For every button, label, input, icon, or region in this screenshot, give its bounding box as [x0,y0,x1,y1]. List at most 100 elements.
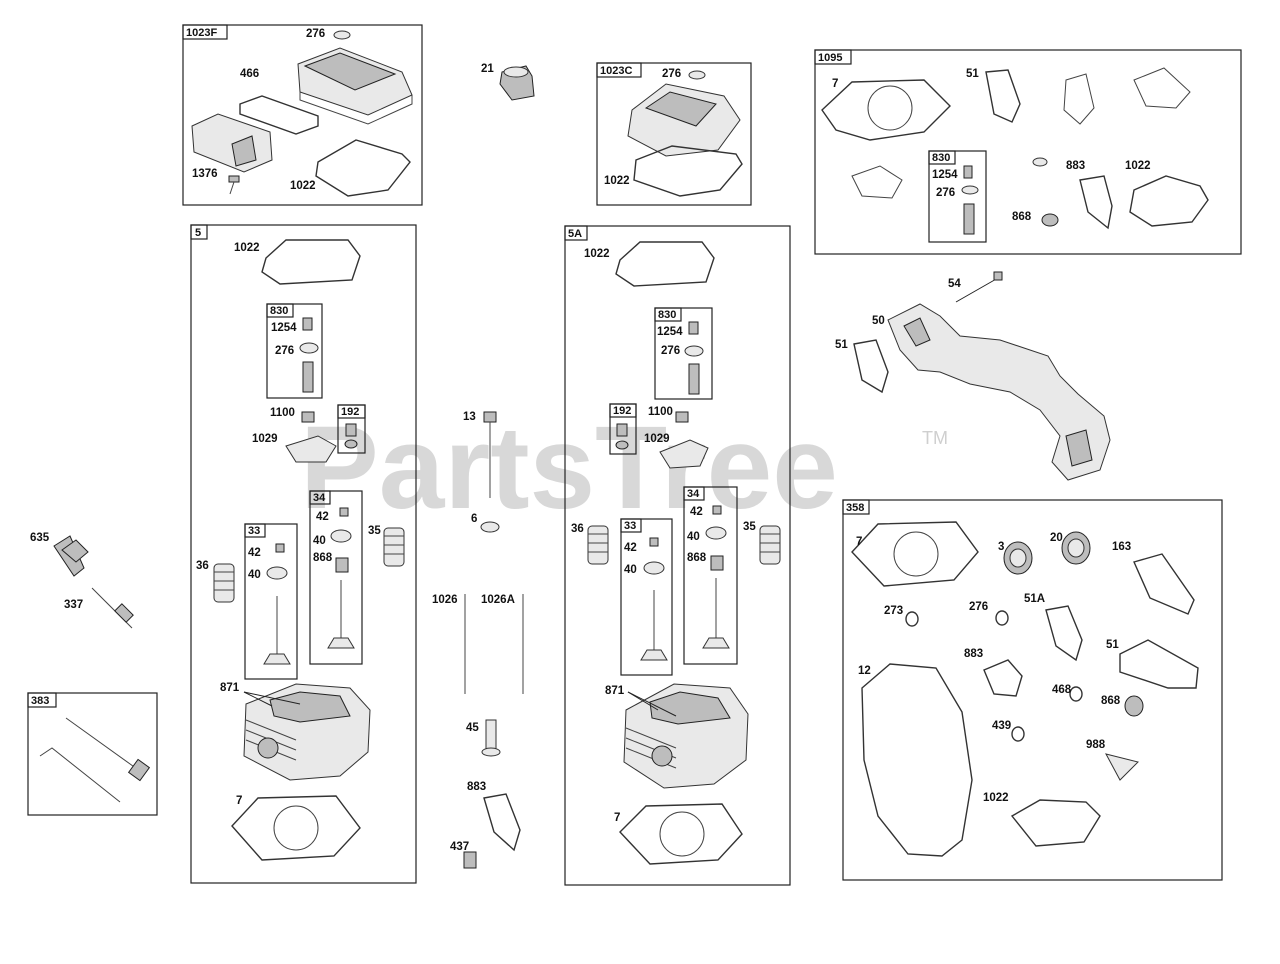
gasket-883-part[interactable] [983,659,1023,697]
cover-gasket-466-part[interactable] [239,95,319,135]
group-tag-192 [609,403,637,418]
oil-seal-20-part[interactable] [1061,531,1091,565]
valve-seal-868-part[interactable] [335,557,349,573]
retainer-40-part[interactable] [266,566,288,580]
cylinder-head-part[interactable] [623,683,749,789]
gasket-51-manifold-part[interactable] [853,339,889,394]
guide-part[interactable] [616,423,628,437]
callout-868: 868 [687,552,707,564]
spark-plug-wrench-part[interactable] [65,717,151,782]
washer-468-part[interactable] [1069,686,1083,702]
pivot-1100-part[interactable] [301,411,315,423]
rocker-arm-1029-part[interactable] [285,435,337,463]
gasket-163-part[interactable] [1133,553,1195,615]
fitting-437-part[interactable] [463,851,477,869]
head-gasket-7-part[interactable] [821,79,951,141]
keeper-42-part[interactable] [649,537,659,547]
washer-276-part[interactable] [961,185,979,195]
gasket-883-part[interactable] [1079,175,1113,230]
callout-883: 883 [964,648,983,660]
callout-1254: 1254 [271,322,297,334]
valve-spring-36-part[interactable] [213,563,235,603]
crankcase-gasket-12-part[interactable] [861,663,973,857]
valve-spring-35-part[interactable] [383,527,405,567]
stud-part[interactable] [688,363,700,395]
head-gasket-7-part[interactable] [231,795,361,861]
gasket-883-part[interactable] [483,793,521,852]
valve-seal-868-part[interactable] [710,555,724,571]
valve-seal-868-part[interactable] [1041,213,1059,227]
retainer-40-part[interactable] [643,561,665,575]
pivot-1100-part[interactable] [675,411,689,423]
keeper-42-part[interactable] [339,507,349,517]
exhaust-valve-part[interactable] [327,580,355,649]
gasket-51A-part[interactable] [1045,605,1083,662]
tappet-45-part[interactable] [481,719,501,757]
gasket-51-part[interactable] [985,69,1021,123]
gasket-part[interactable] [851,165,903,199]
keeper-42-part[interactable] [275,543,285,553]
exhaust-valve-part[interactable] [702,578,730,649]
gasket-51-part[interactable] [1119,639,1199,689]
rocker-arm-1029-part[interactable] [659,439,709,469]
intake-valve-part[interactable] [263,596,291,665]
group-tag-34 [683,486,705,501]
washer-439-part[interactable] [1011,726,1025,742]
callout-21: 21 [481,63,494,75]
head-bolt-13-part[interactable] [483,411,497,498]
gasket-1022-part[interactable] [1010,799,1101,847]
retainer-40-part[interactable] [330,529,352,543]
washer-276-part[interactable] [684,345,704,357]
plate-988-part[interactable] [1105,753,1139,781]
washer-276-1023C-part[interactable] [688,70,706,80]
ring-part[interactable] [615,440,629,450]
valve-spring-36-part[interactable] [587,525,609,565]
intake-manifold-50-part[interactable] [887,303,1111,481]
washer-276-part[interactable] [333,30,351,40]
stud-part[interactable] [963,203,975,235]
gasket-part[interactable] [1063,73,1095,125]
retainer-40-part[interactable] [705,526,727,540]
cylinder-head-part[interactable] [243,683,371,781]
group-tag-192 [337,404,366,419]
callout-40: 40 [313,535,326,547]
gasket-part[interactable] [1133,67,1191,109]
intake-valve-part[interactable] [640,590,668,661]
washer-6-part[interactable] [480,521,500,533]
oil-seal-3-part[interactable] [1003,541,1033,575]
gasket-1022-part[interactable] [1129,175,1209,227]
group-frame-830 [266,303,323,399]
callout-54: 54 [948,278,961,290]
valve-spring-35-part[interactable] [759,525,781,565]
small-washer-part[interactable] [1032,157,1048,167]
stud-part[interactable] [302,361,314,393]
gasket-1022-part[interactable] [261,239,361,285]
rocker-stud-1254-part[interactable] [963,165,973,179]
washer-276-part[interactable] [299,342,319,354]
bolt-1376-part[interactable] [228,175,240,195]
valve-seal-868-part[interactable] [1124,695,1144,717]
valve-cover-1023C-part[interactable] [627,83,741,157]
spark-plug-337-part[interactable] [91,587,134,629]
callout-1029: 1029 [252,433,278,445]
ring-part[interactable] [344,439,358,449]
watermark-trademark: TM [922,428,948,448]
bolt-54-part[interactable] [955,271,1003,303]
callout-276: 276 [661,345,680,357]
oil-fill-plug-21-part[interactable] [499,65,535,101]
valve-cover-part[interactable] [297,47,413,125]
rocker-stud-1254-part[interactable] [302,317,313,331]
keeper-42-part[interactable] [712,505,722,515]
washer-276-part[interactable] [995,610,1009,626]
hex-key-part[interactable] [39,747,121,803]
spark-plug-boot-635-part[interactable] [53,535,89,577]
head-gasket-7-part[interactable] [619,803,743,865]
breather-cover-part[interactable] [191,113,273,173]
guide-part[interactable] [345,423,357,437]
valve-cover-gasket-1022-part[interactable] [315,139,411,197]
washer-273-part[interactable] [905,611,919,627]
head-gasket-7-part[interactable] [851,521,979,587]
gasket-1022-part[interactable] [615,241,715,287]
gasket-1022-1023C-part[interactable] [633,145,743,197]
rocker-stud-1254-part[interactable] [688,321,699,335]
